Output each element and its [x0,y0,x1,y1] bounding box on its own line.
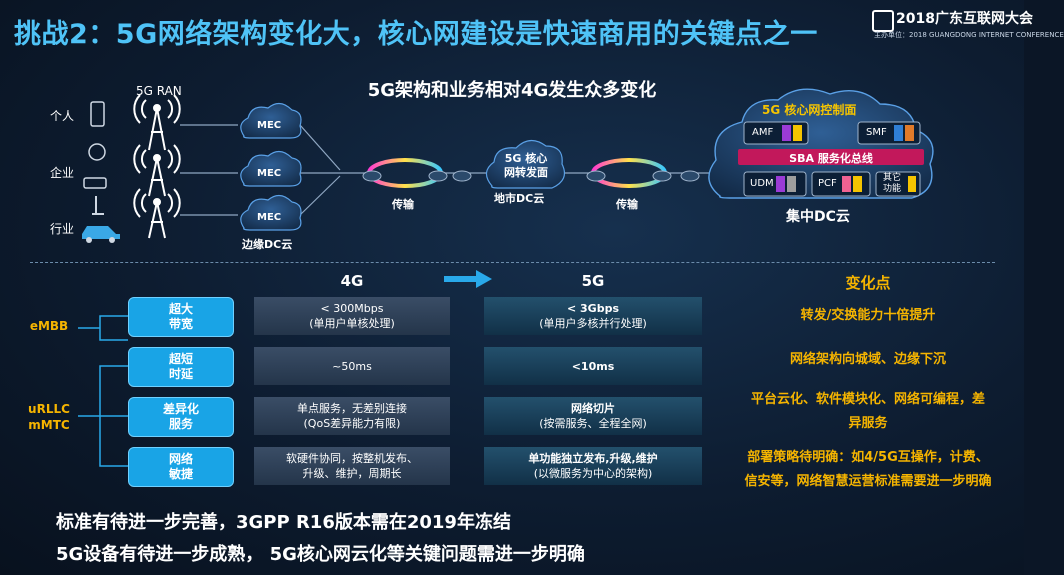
mec-cloud-icon [240,194,302,231]
antenna-icon [133,144,181,197]
header-4g: 4G [340,272,364,290]
transport-label: 传输 [392,198,414,211]
category-differentiation: 差异化 服务 [128,397,234,437]
amf-label: AMF [752,127,774,138]
router-icon [680,170,700,182]
core-title: 5G 核心网控制面 [762,103,857,117]
router-icon [452,170,472,182]
amf-chip-icon [793,125,802,141]
pcf-label: PCF [818,178,837,189]
smf-label: SMF [866,127,887,138]
architecture-diagram [82,88,934,243]
change-point: 平台云化、软件模块化、网络可编程，差 异服务 [750,392,985,431]
cell-5g-sub: (按需服务、全程全网) [539,417,647,430]
smf-chip-icon [894,125,903,141]
mec-label: MEC [257,120,282,131]
router-icon [586,170,606,182]
transport-label: 传输 [616,198,638,211]
robot-arm-icon [92,196,104,215]
pcf-chip-icon [853,176,862,192]
amf-chip-icon [782,125,791,141]
antenna-icon [133,94,181,151]
metro-cloud-label: 地市DC云 [494,192,545,205]
udm-label: UDM [750,178,774,189]
central-cloud-icon [708,88,934,199]
mec-label: MEC [257,168,282,179]
cell-4g-agility: 软硬件协同，按整机发布、 升级、维护，周期长 [254,447,450,485]
category-latency: 超短 时延 [128,347,234,387]
cell-5g-main: < 3Gbps [566,302,620,315]
cell-5g-latency: <10ms [484,347,702,385]
change-point: 网络架构向城域、边缘下沉 [789,352,946,367]
cell-5g-sub: (以微服务为中心的架构) [533,467,653,480]
category-bandwidth: 超大 带宽 [128,297,234,337]
phone-icon [90,101,105,127]
mec-label: MEC [257,212,282,223]
central-cloud-label: 集中DC云 [786,209,850,225]
ran-label: 5G RAN [136,84,182,98]
slide-title: 挑战2：5G网络架构变化大，核心网建设是快速商用的关键点之一 [14,19,818,50]
router-icon [362,170,382,182]
pcf-chip-icon [842,176,851,192]
car-icon [82,226,120,243]
section-divider [30,262,995,263]
side-label-embb: eMBB [29,319,69,333]
cell-5g-main: <10ms [571,359,615,373]
cell-5g-main: 单功能独立发布,升级,维护 [528,452,658,465]
cell-4g-latency: ~50ms [254,347,450,385]
smf-chip-icon [905,125,914,141]
conference-logo-subtitle: 主办单位：2018 GUANGDONG INTERNET CONFERENCE [874,31,1064,39]
udm-chip-icon [787,176,796,192]
change-point: 部署策略待明确：如4/5G互操作，计费、 信安等，网络智慧运营标准需要进一步明确 [744,450,992,489]
cell-5g-bandwidth: < 3Gbps (单用户多核并行处理) [484,297,702,335]
router-icon [428,170,448,182]
diagram-subtitle: 5G架构和业务相对4G发生众多变化 [367,80,657,101]
sba-bus-label: SBA 服务化总线 [789,152,873,165]
watch-icon [88,143,106,161]
bracket-lines [78,315,128,467]
udm-chip-icon [776,176,785,192]
cell-4g-bandwidth: < 300Mbps (单用户单核处理) [254,297,450,335]
metro-core-label: 5G 核心 网转发面 [504,152,548,179]
user-label-industry: 行业 [50,222,75,236]
edge-cloud-label: 边缘DC云 [242,238,293,251]
conclusion-line: 标准有待进一步完善，3GPP R16版本需在2019年冻结 [56,512,511,533]
mec-cloud-icon [240,102,302,139]
conference-logo-icon [872,10,894,32]
antenna-icon [133,188,181,239]
change-point: 转发/交换能力十倍提升 [800,308,936,323]
arrow-right-icon [444,270,492,288]
metro-cloud-icon [485,139,565,189]
camera-icon [83,177,107,189]
side-label-urllc-mmtc: uRLLC mMTC [28,402,70,432]
conference-logo-name: 2018广东互联网大会 [896,11,1033,27]
user-label-enterprise: 企业 [50,166,75,180]
other-chip-icon [908,176,916,192]
user-label-personal: 个人 [50,109,75,123]
router-icon [652,170,672,182]
header-5g: 5G [581,272,605,290]
cell-5g-sub: (单用户多核并行处理) [539,317,647,330]
cell-5g-differentiation: 网络切片 (按需服务、全程全网) [484,397,702,435]
cell-5g-agility: 单功能独立发布,升级,维护 (以微服务为中心的架构) [484,447,702,485]
mec-cloud-icon [240,150,302,187]
header-change: 变化点 [845,274,891,292]
cell-4g-differentiation: 单点服务，无差别连接 (QoS差异能力有限) [254,397,450,435]
other-functions-label: 其它 功能 [882,173,901,194]
category-agility: 网络 敏捷 [128,447,234,487]
cell-5g-main: 网络切片 [571,402,615,415]
conclusion-line: 5G设备有待进一步成熟， 5G核心网云化等关键问题需进一步明确 [56,544,585,565]
